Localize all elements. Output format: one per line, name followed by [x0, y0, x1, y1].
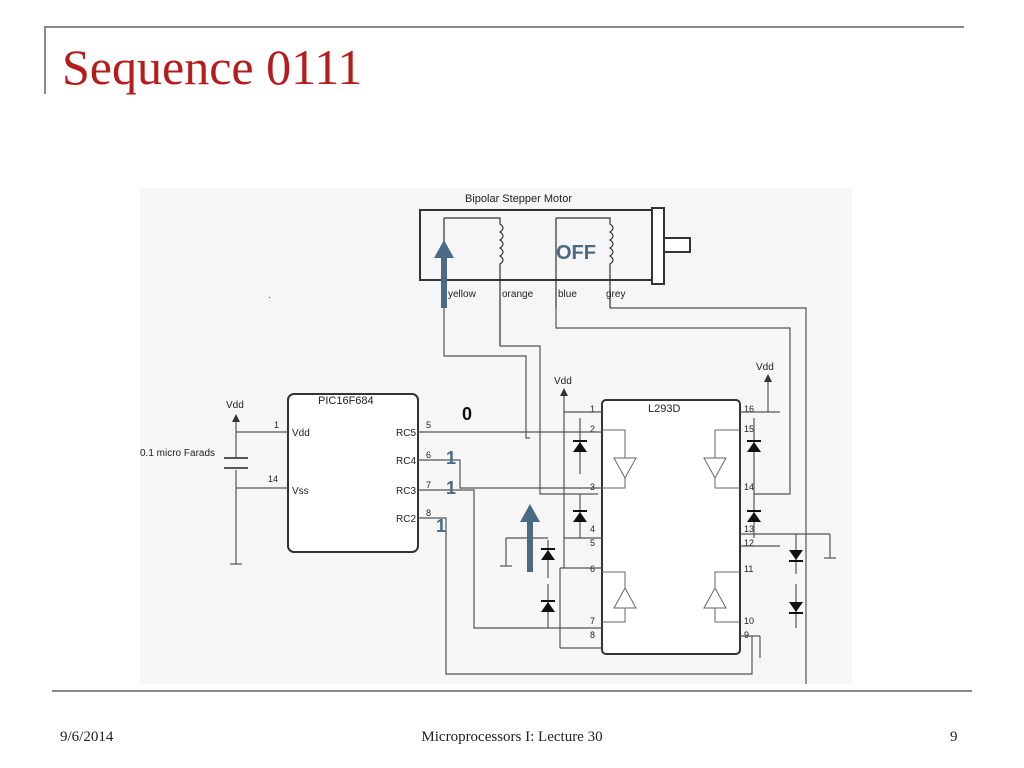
- capacitor-label: 0.1 micro Farads: [140, 448, 215, 459]
- mcu-pin-8-label: 8: [426, 508, 431, 518]
- drv-pin-16: 16: [744, 404, 754, 414]
- wire-blue: [555, 308, 791, 495]
- drv-pin-9: 9: [744, 630, 749, 640]
- mcu-output-wiring: [418, 431, 753, 675]
- vdd-driver-left-arrow: [560, 388, 568, 396]
- mcu-pin-6-label: 6: [426, 450, 431, 460]
- diagram-background: [140, 188, 852, 684]
- int-line-3: [602, 608, 626, 623]
- pic16f684-chip: [287, 393, 419, 553]
- current-arrow-driver-shaft: [527, 520, 533, 572]
- drv-pin-14: 14: [744, 482, 754, 492]
- int-line-6: [714, 478, 740, 489]
- drv-pin-15: 15: [744, 424, 754, 434]
- drv-pin-6: 6: [590, 564, 595, 574]
- current-arrow-motor-shaft: [441, 256, 447, 308]
- vdd-driver-left-label: Vdd: [554, 376, 572, 387]
- driver-name: L293D: [648, 403, 680, 415]
- motor-label: Bipolar Stepper Motor: [465, 193, 572, 205]
- drv-pin-12: 12: [744, 538, 754, 548]
- rc3-wire: [418, 489, 602, 629]
- vdd-mcu-arrow: [232, 414, 240, 422]
- drv-pin-1: 1: [590, 404, 595, 414]
- drv-pin-7: 7: [590, 616, 595, 626]
- drv-pin-11: 11: [744, 564, 753, 574]
- footer-lecture-title: Microprocessors I: Lecture 30: [421, 729, 603, 745]
- bit-rc3: 1: [446, 478, 456, 498]
- bit-rc4: 1: [446, 448, 456, 468]
- diode-1: [573, 418, 587, 474]
- drv-pin-2: 2: [590, 424, 595, 434]
- diode-7: [789, 534, 803, 574]
- diode-5: [747, 418, 761, 494]
- vdd-mcu-label: Vdd: [226, 400, 244, 411]
- mcu-power-wiring: [224, 422, 288, 565]
- protection-diodes: [541, 418, 803, 628]
- int-line-2: [602, 478, 626, 489]
- wire-orange: [500, 345, 598, 495]
- driver-left-pins: 1 2 3 4 5 6 7 8: [590, 404, 595, 640]
- current-arrow-motor-head: [434, 240, 454, 258]
- drv-pin-4: 4: [590, 524, 595, 534]
- rc4-wire: [418, 459, 602, 489]
- mcu-pin-14-label: 14: [268, 474, 278, 484]
- diode-3: [541, 540, 555, 578]
- int-line-1: [602, 429, 626, 458]
- mcu-pin-vss: Vss: [292, 486, 309, 497]
- mcu-pin-rc2: RC2: [396, 514, 416, 525]
- frame-top-rule: [44, 26, 964, 28]
- driver-right-pins: 16 15 14 13 12 11 10 9: [744, 404, 754, 640]
- slide-title: Sequence 0111: [62, 39, 363, 95]
- drv-pin-13: 13: [744, 524, 754, 534]
- wire-grey: [610, 307, 807, 684]
- mcu-name: PIC16F684: [318, 395, 374, 407]
- diode-6: [747, 494, 761, 538]
- footer-date: 9/6/2014: [60, 729, 114, 745]
- wire-yellow: [443, 308, 530, 439]
- int-line-4: [602, 571, 626, 588]
- l293d-chip: [601, 399, 741, 655]
- driver-internal-lines: [602, 429, 740, 623]
- int-line-8: [714, 571, 740, 588]
- diode-2: [573, 494, 587, 538]
- diode-4: [541, 584, 555, 628]
- wire-blue-label: blue: [558, 289, 577, 300]
- int-line-7: [714, 608, 740, 623]
- drv-pin-8: 8: [590, 630, 595, 640]
- rc2-wire: [418, 517, 753, 675]
- frame-left-rule: [44, 26, 46, 94]
- footer-page-number: 9: [950, 729, 958, 745]
- footer-rule: [52, 690, 972, 692]
- bit-rc5: 0: [462, 404, 472, 424]
- diode-8: [789, 584, 803, 628]
- vdd-driver-right-label: Vdd: [756, 362, 774, 373]
- motor-flange: [651, 207, 665, 285]
- motor-wiring: [443, 307, 807, 684]
- mcu-pin-vdd: Vdd: [292, 428, 310, 439]
- vdd-driver-right-arrow: [764, 374, 772, 382]
- stepper-circuit-diagram: Bipolar Stepper Motor yellow orange blue…: [140, 188, 852, 684]
- mcu-pin-rc4: RC4: [396, 456, 416, 467]
- drv-pin-5: 5: [590, 538, 595, 548]
- current-arrow-driver-head: [520, 504, 540, 522]
- bit-rc2: 1: [436, 516, 446, 536]
- wire-orange-label: orange: [502, 289, 534, 300]
- mcu-pin-rc3: RC3: [396, 486, 416, 497]
- wire-grey-label: grey: [606, 289, 625, 300]
- current-arrows: [434, 240, 540, 572]
- drv-pin-10: 10: [744, 616, 754, 626]
- wire-yellow-label: yellow: [448, 289, 477, 300]
- motor-shaft: [663, 237, 691, 253]
- stray-dot: .: [268, 290, 271, 301]
- coil-a: [444, 217, 504, 278]
- int-line-5: [714, 429, 740, 458]
- off-label: OFF: [556, 242, 596, 264]
- coil-b: [556, 217, 614, 278]
- mcu-pin-7-label: 7: [426, 480, 431, 490]
- mcu-pin-rc5: RC5: [396, 428, 416, 439]
- mcu-pin-1-label: 1: [274, 420, 279, 430]
- drv-pin-3: 3: [590, 482, 595, 492]
- mcu-pin-5-label: 5: [426, 420, 431, 430]
